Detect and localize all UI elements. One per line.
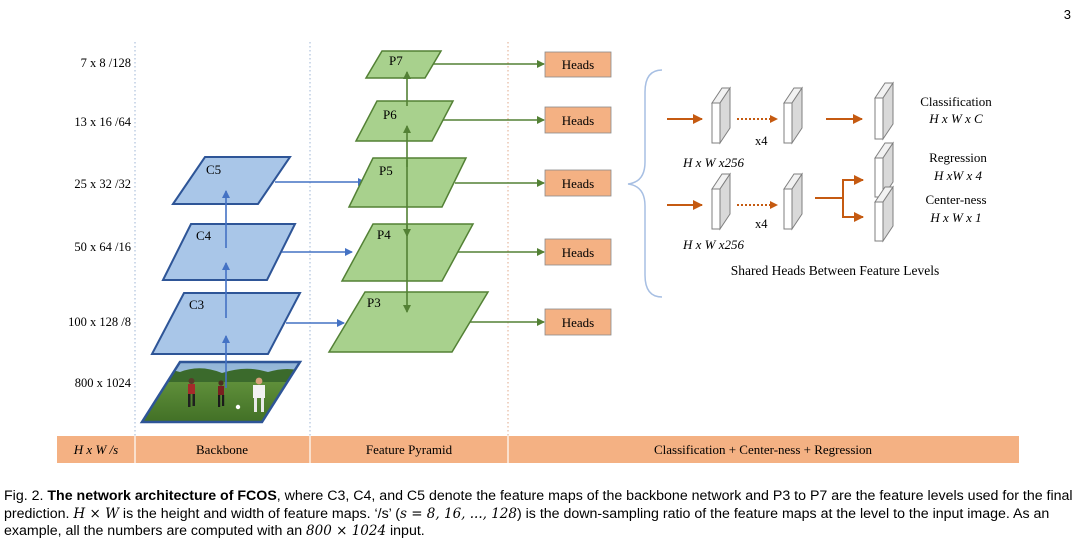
pyramid-map-p6 bbox=[354, 100, 455, 142]
player-figure bbox=[188, 378, 195, 407]
feature-map-block bbox=[711, 172, 731, 231]
classification-label: Classification bbox=[920, 94, 992, 109]
pyramid-map-p3 bbox=[327, 291, 490, 353]
caption-math: H × W bbox=[73, 505, 119, 522]
feature-map-block bbox=[783, 172, 803, 231]
player-figure bbox=[253, 377, 265, 412]
repeat-label: x4 bbox=[755, 134, 768, 148]
caption-text: is the height and width of feature maps.… bbox=[118, 505, 400, 522]
caption-label: Fig. 2. bbox=[4, 488, 44, 504]
heads-label: Heads bbox=[562, 315, 595, 330]
pyramid-label-p5: P5 bbox=[379, 163, 393, 178]
pyramid-label-p4: P4 bbox=[377, 227, 391, 242]
shared-head-bottom-branch: x4 H x W x256 bbox=[667, 141, 894, 252]
heads-label: Heads bbox=[562, 245, 595, 260]
scale-label: 800 x 1024 bbox=[75, 376, 132, 390]
feature-map-block bbox=[783, 86, 803, 145]
classification-size: H x W x C bbox=[928, 111, 983, 126]
scale-label: 50 x 64 /16 bbox=[74, 240, 131, 254]
caption-math: 800 × 1024 bbox=[306, 523, 387, 539]
backbone-label-c3: C3 bbox=[189, 297, 204, 312]
heads-arrows bbox=[433, 60, 545, 326]
page-number: 3 bbox=[1064, 7, 1071, 22]
bar-label-scale: H x W /s bbox=[73, 442, 118, 457]
scale-label: 7 x 8 /128 bbox=[81, 56, 131, 70]
shared-head-top-branch: x4 H x W x256 bbox=[667, 81, 894, 170]
pyramid-map-p7 bbox=[364, 50, 443, 79]
backbone-map-c4 bbox=[161, 223, 297, 281]
heads-boxes: Heads Heads Heads Heads Heads bbox=[544, 51, 612, 336]
scale-label: 13 x 16 /64 bbox=[74, 115, 131, 129]
lateral-arrows bbox=[275, 178, 366, 327]
centerness-output-block bbox=[874, 185, 894, 243]
heads-label: Heads bbox=[562, 57, 595, 72]
regression-size: H xW x 4 bbox=[933, 168, 983, 183]
caption-text: input. bbox=[386, 523, 425, 539]
bottom-bar: H x W /s Backbone Feature Pyramid Classi… bbox=[57, 436, 1019, 463]
regression-label: Regression bbox=[929, 150, 987, 165]
heads-box-p4 bbox=[544, 238, 612, 266]
bar-label-pyramid: Feature Pyramid bbox=[366, 442, 453, 457]
backbone-map-c3 bbox=[150, 292, 302, 355]
scale-label: 25 x 32 /32 bbox=[74, 177, 131, 191]
regression-output-block bbox=[874, 141, 894, 199]
input-image bbox=[139, 360, 303, 424]
backbone-label-c4: C4 bbox=[196, 228, 212, 243]
centerness-label: Center-ness bbox=[925, 192, 986, 207]
caption-text: ) is the down-sampling ratio of the feat… bbox=[4, 505, 1050, 540]
heads-box-p7 bbox=[544, 51, 612, 78]
heads-box-p5 bbox=[544, 169, 612, 197]
output-labels: Classification H x W x C Regression H xW… bbox=[920, 94, 992, 225]
ball bbox=[235, 404, 241, 410]
pyramid-label-p6: P6 bbox=[383, 107, 397, 122]
pyramid-label-p3: P3 bbox=[367, 295, 381, 310]
repeat-label: x4 bbox=[755, 217, 768, 231]
caption-title: The network architecture of FCOS bbox=[47, 488, 277, 504]
pyramid-label-p7: P7 bbox=[389, 53, 403, 68]
figure-caption: Fig. 2. The network architecture of FCOS… bbox=[4, 488, 1076, 541]
scale-labels: 7 x 8 /128 13 x 16 /64 25 x 32 /32 50 x … bbox=[68, 56, 132, 390]
heads-box-p3 bbox=[544, 308, 612, 336]
branch-size-label: H x W x256 bbox=[682, 155, 745, 170]
centerness-size: H x W x 1 bbox=[929, 210, 981, 225]
heads-label: Heads bbox=[562, 176, 595, 191]
curly-brace bbox=[627, 69, 663, 298]
backbone-map-c5 bbox=[171, 156, 292, 205]
caption-math: s = 8, 16, ..., 128 bbox=[399, 505, 517, 522]
backbone-label-c5: C5 bbox=[206, 162, 221, 177]
heads-label: Heads bbox=[562, 113, 595, 128]
caption-text: , where C3, C4, and C5 denote the featur… bbox=[4, 488, 1073, 522]
feature-map-block bbox=[711, 86, 731, 145]
split-line bbox=[842, 198, 864, 222]
scale-label: 100 x 128 /8 bbox=[68, 315, 131, 329]
player-figure bbox=[218, 380, 225, 407]
heads-box-p6 bbox=[544, 106, 612, 134]
bar-label-heads: Classification + Center-ness + Regressio… bbox=[654, 442, 873, 457]
branch-size-label: H x W x256 bbox=[682, 237, 745, 252]
shared-heads-caption: Shared Heads Between Feature Levels bbox=[731, 263, 939, 278]
split-line bbox=[815, 175, 864, 199]
classification-output-block bbox=[874, 81, 894, 141]
bar-label-backbone: Backbone bbox=[196, 442, 248, 457]
